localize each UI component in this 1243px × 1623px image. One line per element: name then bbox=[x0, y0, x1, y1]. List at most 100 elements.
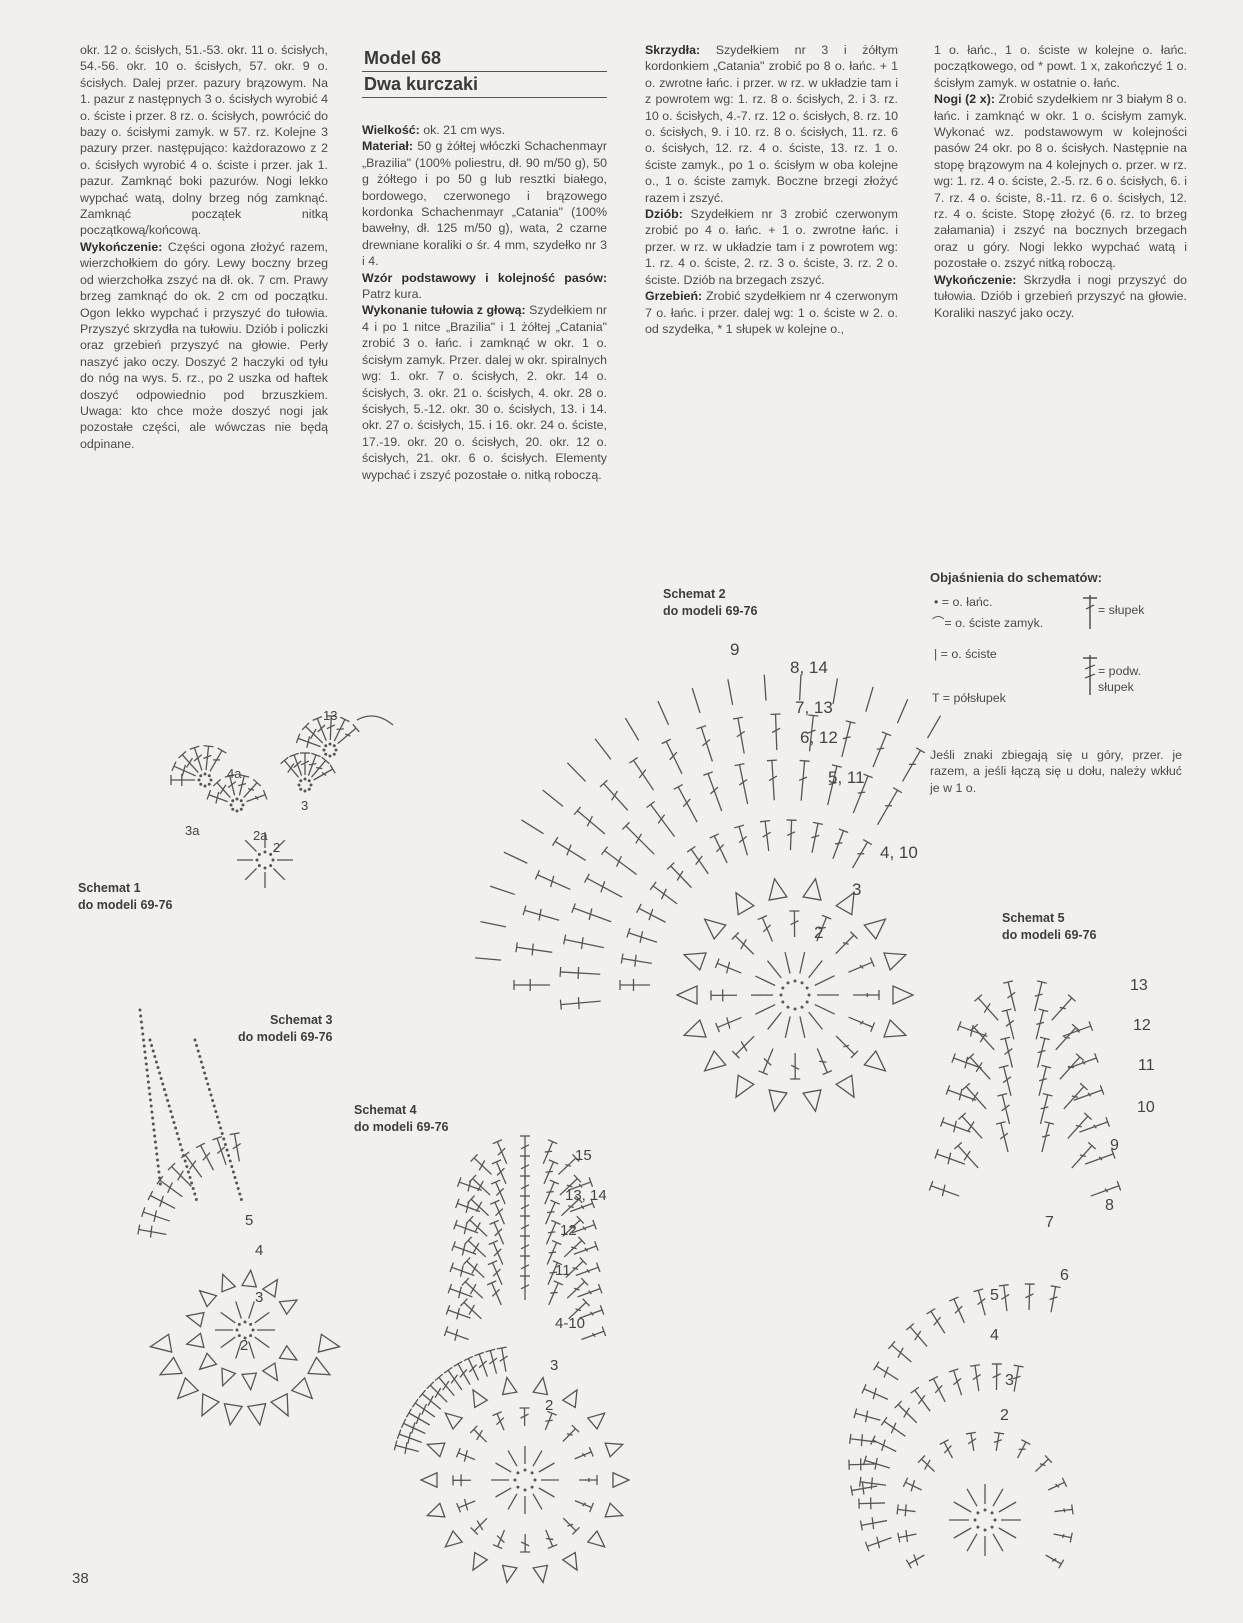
stitch-mark bbox=[665, 741, 683, 775]
stitch-mark bbox=[1034, 981, 1043, 1012]
stitch-mark bbox=[934, 1384, 943, 1394]
legend-double-crochet: = słupek bbox=[1098, 603, 1145, 617]
stitch-mark bbox=[472, 1388, 489, 1409]
stitch-mark bbox=[443, 1366, 453, 1374]
stitch-mark bbox=[308, 762, 317, 766]
stitch-mark bbox=[212, 1136, 223, 1141]
round-number-label: 4 bbox=[990, 1327, 999, 1344]
stitch-mark bbox=[586, 877, 623, 898]
stitch-mark bbox=[545, 1222, 557, 1245]
chain-stitch-mark bbox=[156, 1164, 160, 1168]
stitch-mark bbox=[269, 1392, 289, 1418]
stitch-mark bbox=[953, 1298, 965, 1324]
stitch-mark bbox=[538, 1487, 555, 1498]
stitch-mark bbox=[632, 759, 655, 791]
stitch-mark bbox=[703, 1049, 727, 1072]
chain-stitch-mark bbox=[530, 1485, 534, 1489]
stitch-mark bbox=[456, 1502, 462, 1513]
chain-stitch-mark bbox=[199, 782, 203, 786]
stitch-mark bbox=[953, 1141, 963, 1150]
stitch-mark bbox=[195, 1142, 206, 1149]
stitch-mark bbox=[415, 1412, 421, 1425]
stitch-mark bbox=[1050, 1286, 1057, 1313]
stitch-mark bbox=[594, 738, 612, 760]
stitch-mark bbox=[1005, 1019, 1015, 1027]
stitch-mark bbox=[254, 795, 259, 800]
chain-stitch-mark bbox=[800, 1005, 804, 1009]
stitch-mark bbox=[496, 1346, 507, 1350]
stitch-mark bbox=[571, 903, 576, 913]
chain-stitch-mark bbox=[238, 1192, 242, 1196]
round-number-label: 4a bbox=[227, 766, 242, 781]
stitch-mark bbox=[1038, 1078, 1048, 1082]
stitch-mark bbox=[356, 715, 394, 726]
stitch-mark bbox=[592, 1219, 597, 1230]
stitch-mark bbox=[577, 997, 580, 1010]
stitch-mark bbox=[904, 1504, 907, 1517]
schemat-title: Schemat 3 bbox=[269, 1013, 333, 1027]
stitch-mark bbox=[198, 1289, 218, 1308]
stitch-mark bbox=[532, 1493, 543, 1510]
round-number-label: 9 bbox=[1110, 1137, 1119, 1154]
stitch-mark bbox=[199, 1145, 215, 1171]
stitch-mark bbox=[716, 962, 742, 974]
stitch-mark bbox=[905, 1322, 915, 1331]
stitch-mark bbox=[957, 1145, 979, 1169]
stitch-mark bbox=[992, 1488, 1004, 1507]
stitch-mark bbox=[624, 717, 640, 741]
stitch-mark bbox=[544, 1181, 555, 1205]
stitch-mark bbox=[465, 1215, 474, 1224]
stitch-mark bbox=[580, 937, 584, 950]
schemat-subtitle: do modeli 69-76 bbox=[78, 898, 173, 912]
stitch-mark bbox=[957, 1112, 967, 1120]
stitch-mark bbox=[864, 1410, 869, 1423]
stitch-mark bbox=[860, 1481, 887, 1486]
chain-stitch-mark bbox=[144, 1062, 148, 1066]
stitch-mark bbox=[571, 1424, 580, 1433]
stitch-mark bbox=[459, 1368, 468, 1378]
stitch-mark bbox=[490, 1199, 500, 1205]
stitch-mark bbox=[490, 1179, 501, 1185]
stitch-mark bbox=[924, 1459, 931, 1470]
chain-stitch-mark bbox=[151, 1122, 155, 1126]
stitch-mark bbox=[171, 1166, 192, 1187]
stitch-mark bbox=[549, 1179, 560, 1185]
schemat-2-label: Schemat 2 do modeli 69-76 bbox=[663, 586, 757, 620]
stitch-mark bbox=[762, 1048, 774, 1073]
stitch-mark bbox=[974, 994, 983, 1002]
chain-stitch-mark bbox=[233, 1176, 237, 1179]
stitch-mark bbox=[167, 1182, 173, 1194]
round-number-label: 2a bbox=[253, 828, 268, 843]
stitch-mark bbox=[588, 1177, 594, 1187]
stitch-mark bbox=[1035, 1010, 1045, 1040]
stitch-mark bbox=[476, 1429, 483, 1441]
stitch-mark bbox=[948, 1368, 959, 1373]
schemat-title: Schemat 4 bbox=[354, 1103, 417, 1117]
stitch-mark bbox=[864, 1541, 870, 1552]
stitch-mark bbox=[588, 908, 593, 921]
stitch-mark bbox=[193, 754, 203, 762]
page-number: 38 bbox=[72, 1570, 89, 1587]
stitch-mark bbox=[220, 1336, 236, 1349]
stitch-mark bbox=[577, 1288, 601, 1298]
stitch-mark bbox=[1034, 993, 1043, 997]
stitch-mark bbox=[495, 1487, 512, 1498]
chain-stitch-mark bbox=[786, 1005, 790, 1009]
stitch-mark bbox=[496, 1141, 508, 1165]
stitch-mark bbox=[438, 1376, 455, 1397]
stitch-mark bbox=[588, 1447, 594, 1457]
stitch-mark bbox=[559, 966, 562, 977]
stitch-mark bbox=[185, 1332, 205, 1349]
chain-stitch-mark bbox=[793, 1007, 797, 1011]
stitch-mark bbox=[784, 1016, 791, 1039]
chain-stitch-mark bbox=[781, 986, 785, 990]
chain-stitch-mark bbox=[139, 1020, 143, 1024]
chain-stitch-mark bbox=[990, 1525, 994, 1529]
stitch-mark bbox=[547, 1410, 557, 1416]
stitch-mark bbox=[425, 1442, 446, 1458]
stitch-mark bbox=[588, 1290, 592, 1295]
stitch-mark bbox=[863, 1049, 887, 1072]
stitch-mark bbox=[278, 1344, 299, 1361]
stitch-mark bbox=[1003, 1285, 1008, 1312]
